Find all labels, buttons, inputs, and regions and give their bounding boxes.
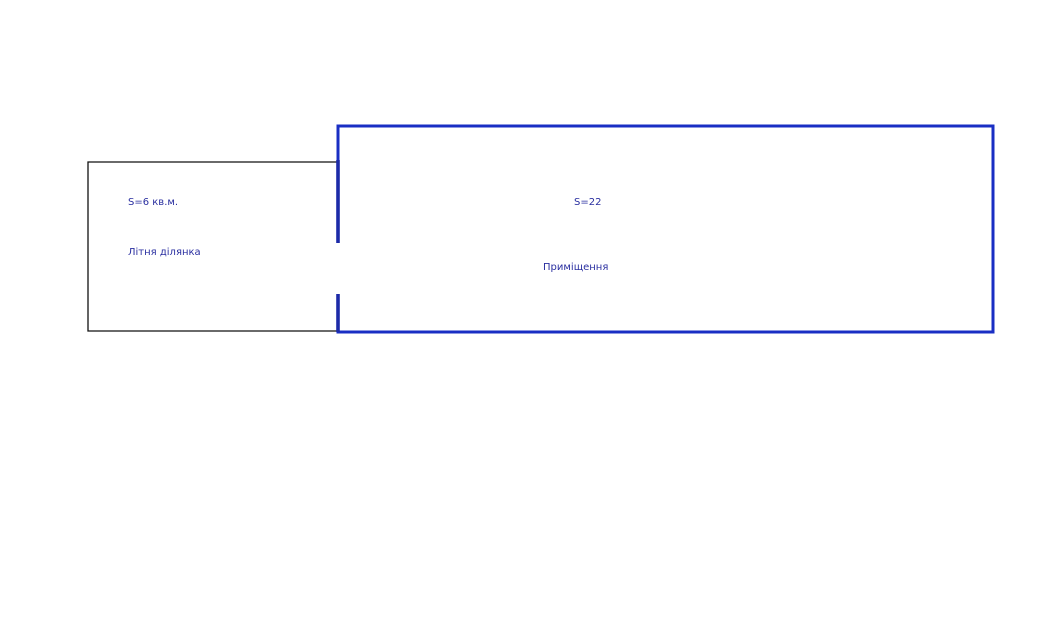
room — [336, 124, 995, 334]
summer-area-size-label: S=6 кв.м. — [128, 197, 178, 208]
summer-area-name-label: Літня ділянка — [128, 246, 201, 258]
room-name-label: Приміщення — [543, 261, 608, 273]
room-wall-main — [336, 124, 995, 334]
summer-area — [87, 161, 337, 332]
room-size-label: S=22 — [574, 197, 601, 208]
summer-area-outline — [87, 161, 337, 332]
